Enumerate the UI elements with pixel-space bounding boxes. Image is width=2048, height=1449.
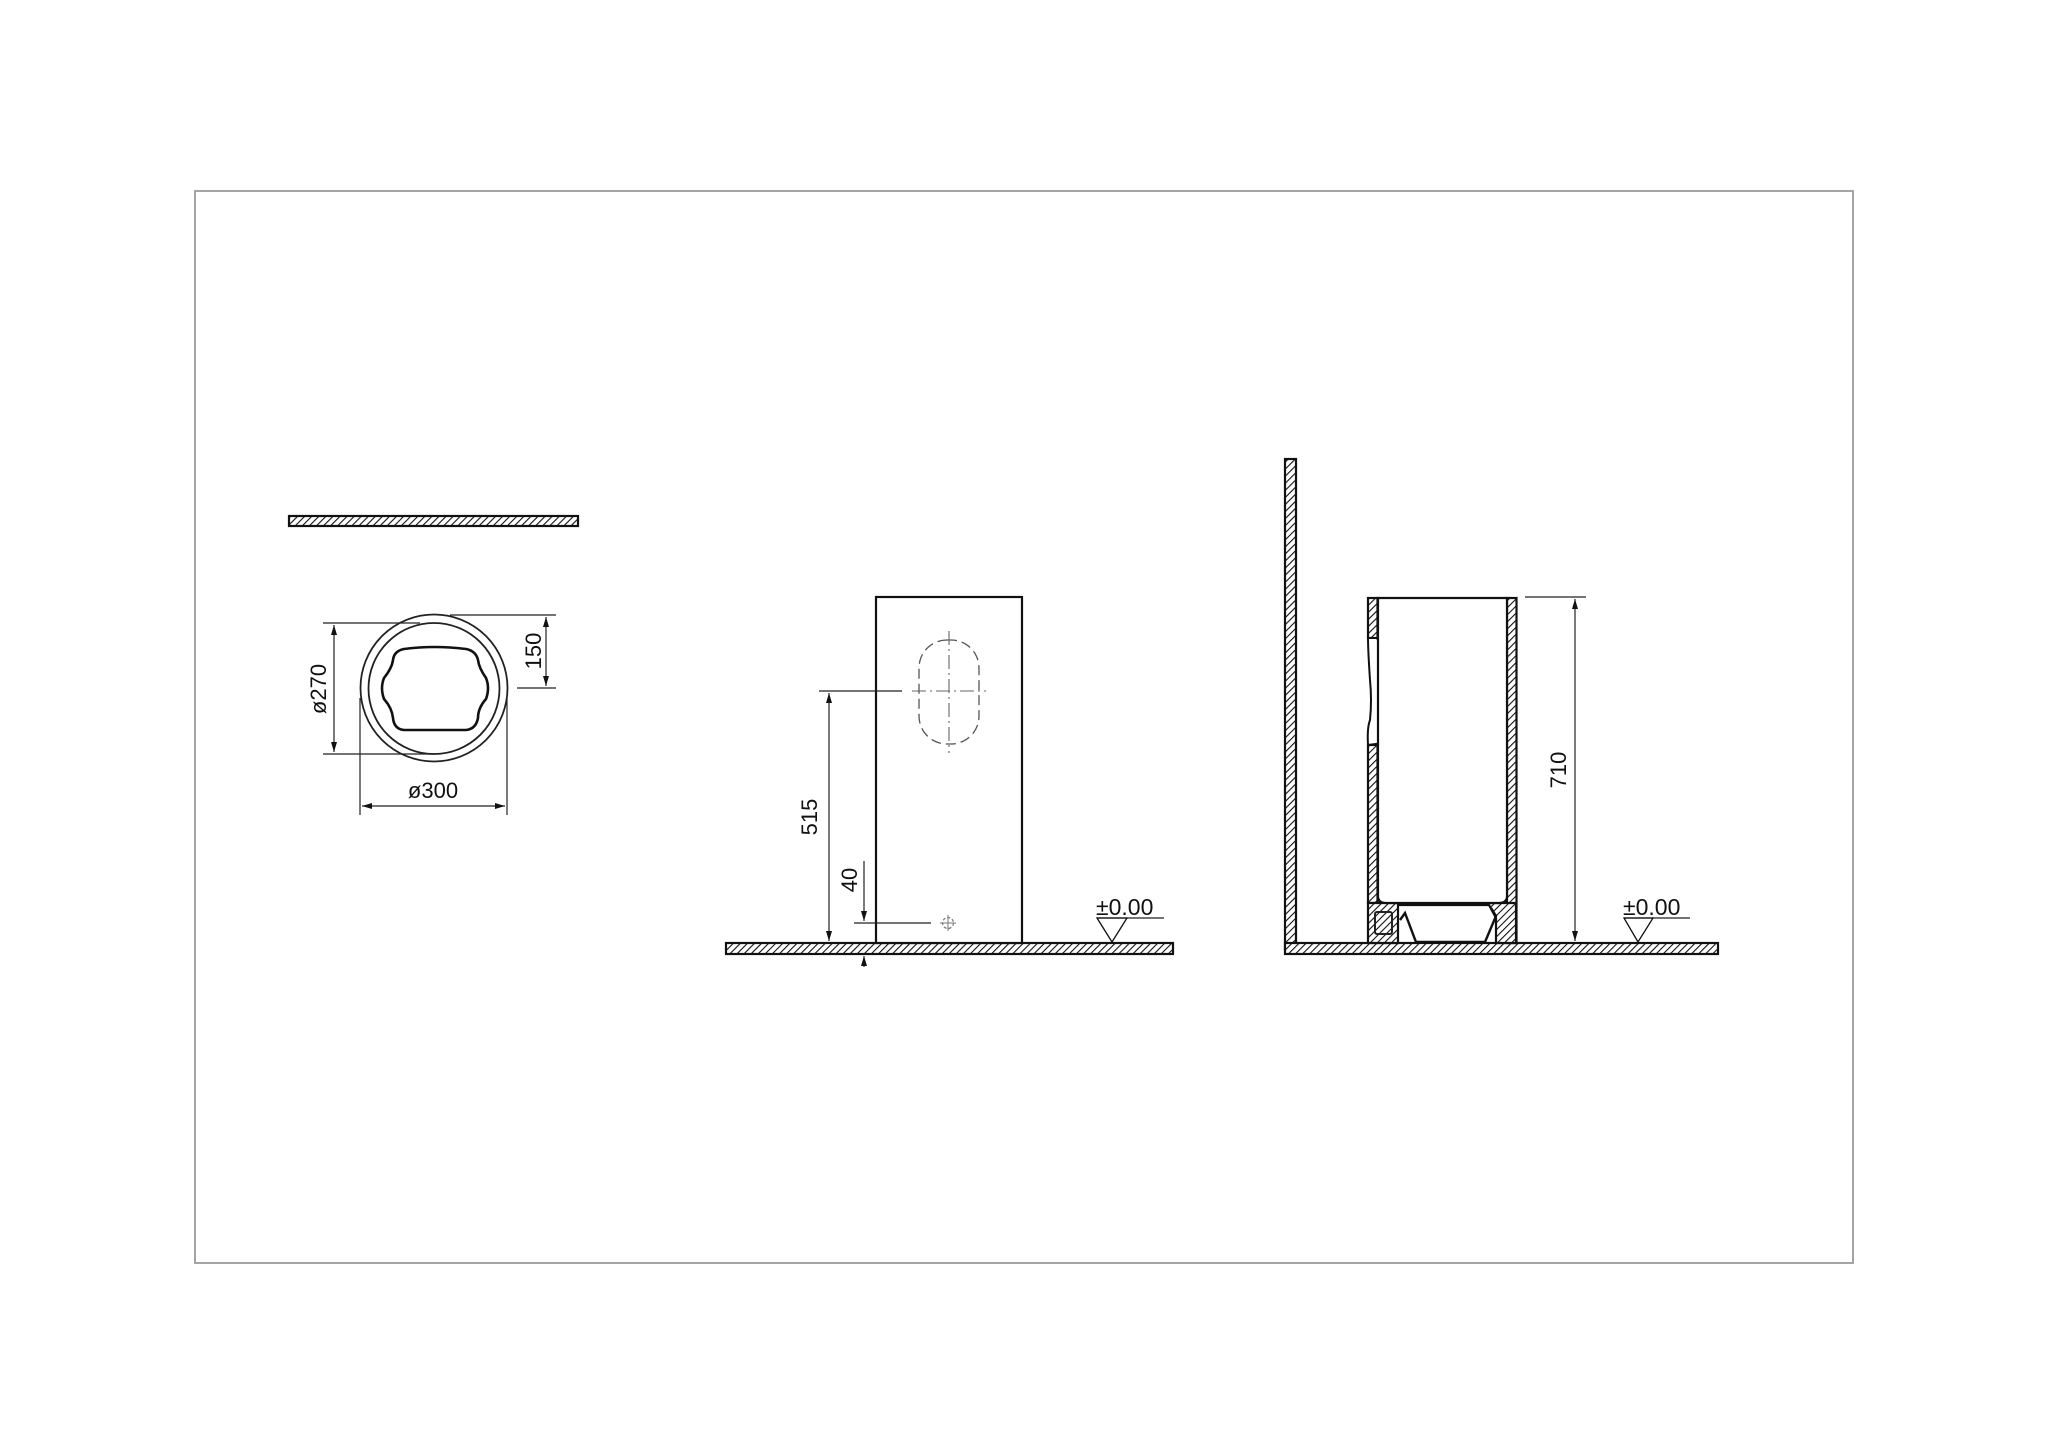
dim-outer-diameter: ø300 (408, 778, 458, 803)
level-marker-side: ±0.00 (1622, 894, 1690, 944)
inner-cavity (1376, 596, 1509, 905)
base-foot (1399, 907, 1498, 944)
level-label-side: ±0.00 (1623, 894, 1680, 920)
level-marker-front: ±0.00 (1095, 894, 1164, 944)
unit-front-outline (874, 595, 1024, 945)
wall-hatch-plan (287, 514, 580, 528)
dim-inner-diameter: ø270 (306, 664, 331, 714)
inner-circle (367, 622, 501, 755)
wall-hatch-side (1283, 457, 1298, 951)
front-view: 515 40 ±0.00 (724, 595, 1175, 967)
dim-total-height: 710 (1546, 752, 1571, 789)
basin-outline (380, 645, 490, 732)
dim-depth-to-center: 150 (521, 633, 546, 670)
side-section-view: 710 ±0.00 (1283, 457, 1720, 956)
dim-fixing-height: 40 (837, 868, 862, 892)
fixing-point-symbol (940, 915, 956, 931)
floor-hatch-front (724, 941, 1175, 956)
dim-outlet-height: 515 (797, 799, 822, 836)
floor-hatch-side (1283, 941, 1720, 956)
outer-circle (359, 613, 509, 763)
sheet-frame (194, 190, 1854, 1264)
plan-view: ø270 150 ø300 (287, 514, 580, 815)
level-label-front: ±0.00 (1096, 894, 1153, 920)
